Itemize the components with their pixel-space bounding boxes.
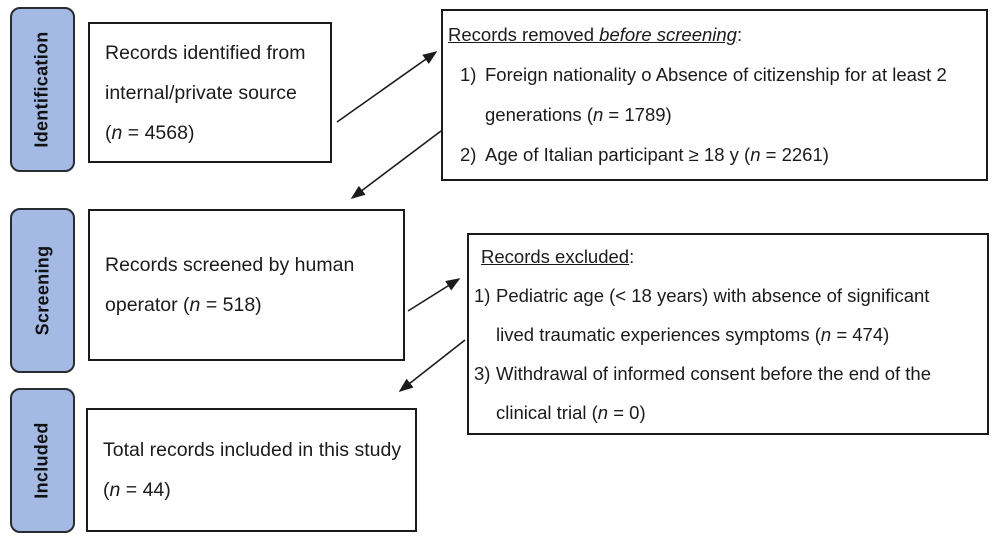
text-line: Records screened by human [105, 254, 355, 276]
text-line: internal/private source [105, 81, 297, 104]
box-records-identified: Records identified from internal/private … [88, 22, 332, 163]
text-line: 3)Withdrawal of informed consent before … [469, 354, 987, 393]
text-line: 1)Pediatric age (< 18 years) with absenc… [469, 276, 987, 315]
arrow-removed-to-screened [350, 130, 442, 199]
text-line: generations (n = 1789) [485, 104, 672, 125]
stage-identification-label: Identification [32, 31, 53, 148]
stage-screening: Screening [10, 208, 75, 373]
box-records-removed-before-screening: Records removed before screening: 1)Forei… [441, 9, 988, 181]
list-marker: 1) [460, 64, 477, 85]
text-line: (n = 44) [103, 479, 171, 501]
text-line: Total records included in this study [103, 439, 402, 461]
box-records-screened: Records screened by human operator (n = 5… [88, 209, 405, 361]
text-line: (n = 4568) [105, 121, 195, 144]
box-records-excluded: Records excluded: 1)Pediatric age (< 18 y… [467, 233, 989, 435]
stage-included: Included [10, 388, 75, 533]
text-line: 1)Foreign nationality o Absence of citiz… [443, 55, 986, 95]
stage-included-label: Included [32, 422, 52, 499]
arrow-screened-to-excluded [407, 278, 461, 312]
arrow-excluded-to-included [398, 339, 466, 392]
list-marker: 2) [460, 144, 477, 165]
text-line: lived traumatic experiences symptoms (n … [496, 323, 890, 345]
stage-identification: Identification [10, 7, 75, 172]
box-total-records-included: Total records included in this study (n =… [86, 408, 417, 532]
text-line: Records identified from [105, 41, 306, 64]
stage-screening-label: Screening [32, 245, 53, 336]
list-marker: 1) [474, 284, 491, 306]
text-line: 2)Age of Italian participant ≥ 18 y (n =… [443, 135, 986, 175]
text-line: clinical trial (n = 0) [496, 401, 646, 423]
text-line: Records removed before screening: [448, 24, 743, 45]
text-line: operator (n = 518) [105, 294, 262, 316]
text-line: Records excluded: [481, 245, 635, 267]
arrow-identified-to-removed [336, 51, 438, 123]
list-marker: 3) [474, 362, 491, 384]
